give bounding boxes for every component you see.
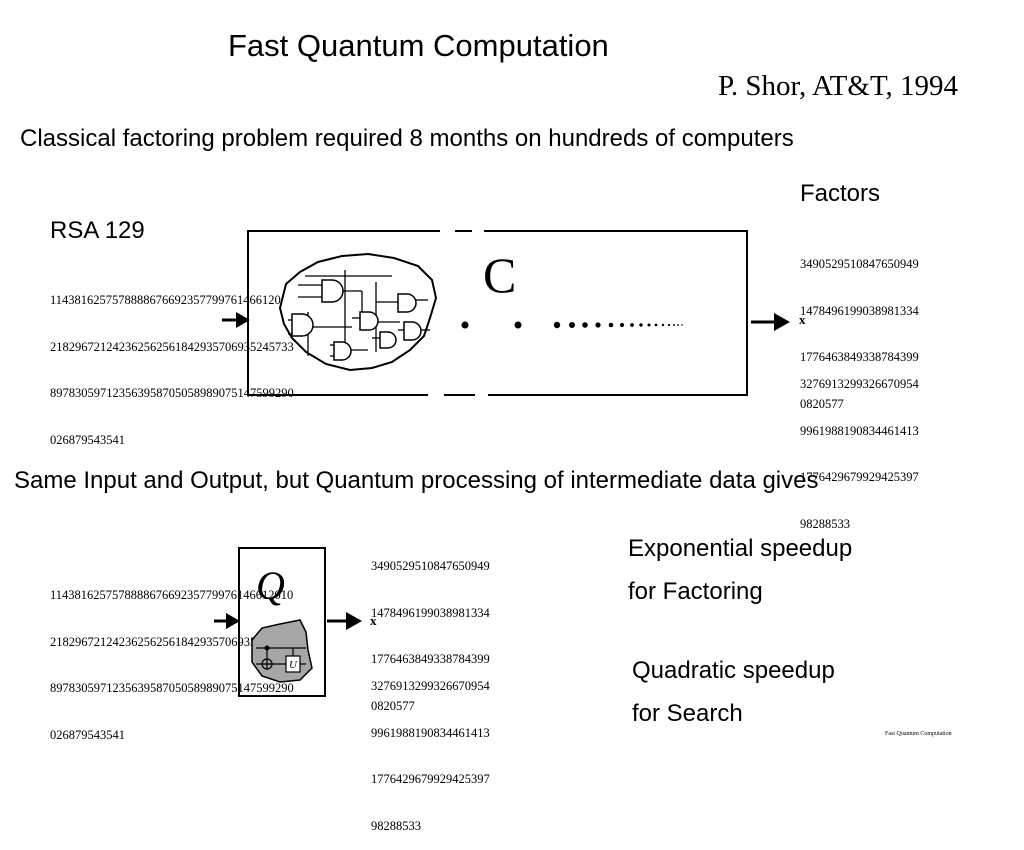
rsa-number-line: 114381625757888867669235779976146612010 <box>50 293 294 307</box>
quantum-circuit-blob <box>251 619 313 683</box>
quantum-times-sign: x <box>370 613 377 628</box>
factor-line: 3276913299326670954 <box>800 377 919 391</box>
classical-box-letter: C <box>483 247 517 303</box>
factor-line: 3490529510847650949 <box>800 257 919 271</box>
classical-factor-1: 3490529510847650949 1478496199038981334 … <box>800 226 919 428</box>
factors-label: Factors <box>800 180 881 207</box>
factor-line: 1776429679929425397 <box>800 470 919 484</box>
factor-line: 1478496199038981334 <box>371 605 490 620</box>
slide-subtitle: P. Shor, AT&T, 1994 <box>718 70 959 102</box>
circuit-gates <box>291 279 422 361</box>
input-number-line: 897830597123563958705058989075147599290 <box>50 681 294 695</box>
factor-line: 1478496199038981334 <box>800 303 919 318</box>
factor-line: 0820577 <box>800 396 844 411</box>
rsa-label: RSA 129 <box>50 217 145 244</box>
factor-line: 9961988190834461413 <box>371 725 490 740</box>
quantum-statement: Same Input and Output, but Quantum proce… <box>14 467 819 494</box>
classical-circuit-blob <box>278 252 438 372</box>
unitary-gate-label: U <box>289 659 298 671</box>
classical-times-sign: x <box>799 312 806 327</box>
slide-footer: Fast Quantum Computation <box>885 731 952 737</box>
quantum-factor-1: 3490529510847650949 1478496199038981334 … <box>371 528 490 730</box>
logic-gate <box>321 279 344 303</box>
classical-box <box>247 230 748 396</box>
classical-statement: Classical factoring problem required 8 m… <box>20 125 794 152</box>
slide-title: Fast Quantum Computation <box>228 28 609 63</box>
rsa-number-line: 218296721242362562561842935706935245733 <box>50 339 294 354</box>
diagram-graphics: U <box>214 230 790 697</box>
control-dot <box>264 645 270 651</box>
quadratic-speedup-line1: Quadratic speedup <box>632 657 835 684</box>
quantum-input-number: 114381625757888867669235779976146612010 … <box>50 557 294 759</box>
rsa-number-line: 897830597123563958705058989075147599290 <box>50 386 294 400</box>
factor-line: 1776463849338784399 <box>800 350 919 364</box>
classical-input-arrow <box>222 312 250 328</box>
input-number-line: 026879543541 <box>50 727 125 742</box>
logic-gate <box>397 293 417 313</box>
quantum-input-arrow <box>214 613 240 629</box>
rsa-number: 114381625757888867669235779976146612010 … <box>50 262 294 464</box>
factor-line: 3490529510847650949 <box>371 559 490 573</box>
logic-gate <box>379 331 397 349</box>
factor-line: 3276913299326670954 <box>371 679 490 693</box>
quantum-box <box>238 547 326 697</box>
quadratic-speedup-line2: for Search <box>632 700 743 727</box>
rsa-number-line: 026879543541 <box>50 432 125 447</box>
exponential-speedup-line2: for Factoring <box>628 578 763 605</box>
classical-factor-2: 3276913299326670954 9961988190834461413 … <box>800 346 919 548</box>
input-number-line: 114381625757888867669235779976146612010 <box>50 588 294 602</box>
quantum-output-arrow <box>327 612 362 630</box>
factor-line: 1776463849338784399 <box>371 652 490 666</box>
factor-line: 0820577 <box>371 698 415 713</box>
unitary-gate-box <box>285 655 301 673</box>
quantum-box-letter: Q <box>256 563 285 608</box>
input-number-line: 218296721242362562561842935706935245733 <box>50 634 294 649</box>
processing-dots <box>461 321 683 329</box>
quantum-circuit <box>256 647 306 670</box>
logic-gate <box>291 313 314 337</box>
classical-output-arrow <box>751 313 790 331</box>
factor-line: 1776429679929425397 <box>371 772 490 786</box>
factor-line: 98288533 <box>800 516 850 531</box>
logic-gate <box>359 311 379 331</box>
exponential-speedup-line1: Exponential speedup <box>628 535 853 562</box>
logic-gate <box>333 341 352 361</box>
factor-line: 9961988190834461413 <box>800 423 919 438</box>
factor-line: 98288533 <box>371 818 421 833</box>
logic-gate <box>403 321 422 341</box>
